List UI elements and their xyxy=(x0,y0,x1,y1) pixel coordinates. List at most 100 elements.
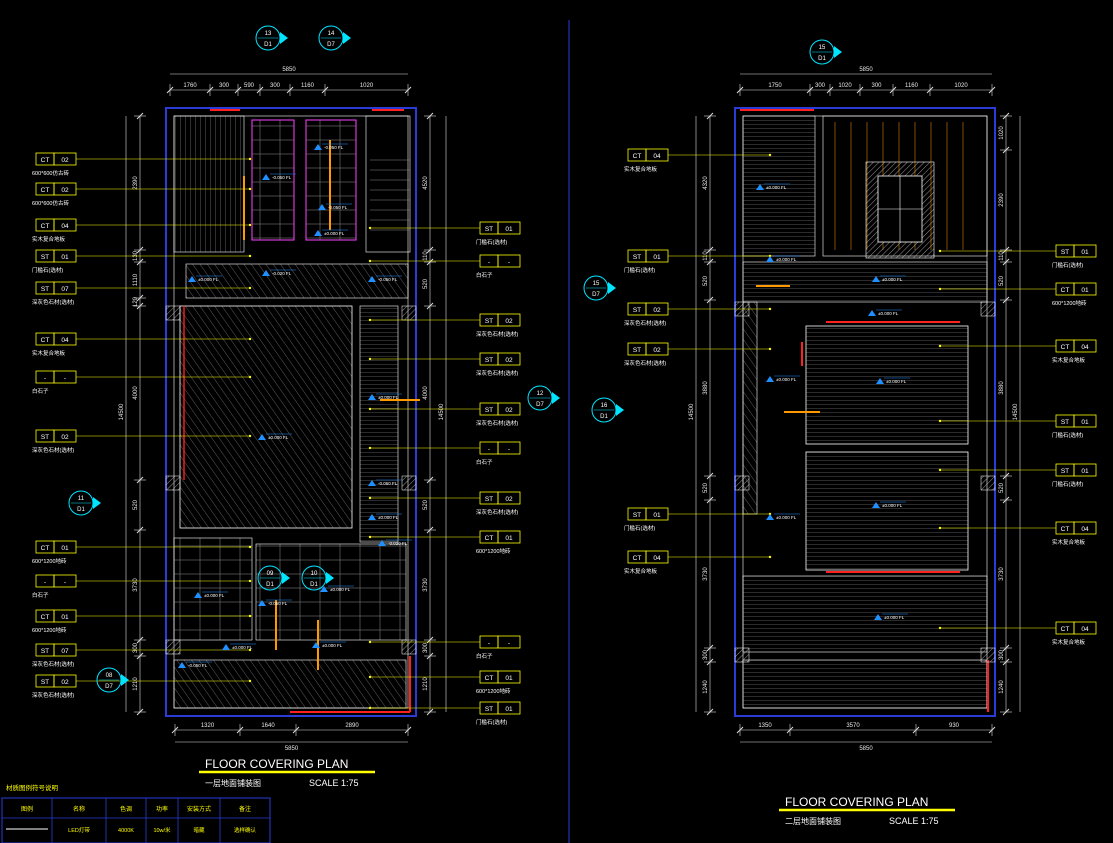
level-triangle-icon xyxy=(258,434,266,440)
tag-code: ST xyxy=(633,512,641,519)
dimension-tick xyxy=(136,652,144,660)
tag-description: 白石子 xyxy=(32,591,49,599)
legend-header: 色调 xyxy=(120,805,132,813)
dimension-tick xyxy=(856,86,864,94)
tag-number: 04 xyxy=(61,337,69,344)
section-number: 10 xyxy=(311,571,318,577)
tag-leader-dot xyxy=(368,535,372,539)
dimension-tick xyxy=(926,86,934,94)
column xyxy=(734,647,750,663)
section-arrow-icon xyxy=(280,32,288,44)
dimension-tick xyxy=(236,726,244,734)
dimension-label: 1240 xyxy=(999,680,1005,694)
legend-header: 图例 xyxy=(21,805,33,813)
tag-code: CT xyxy=(41,545,50,552)
tag-number: 04 xyxy=(1081,526,1089,533)
section-number: 08 xyxy=(106,673,113,679)
tag-code: CT xyxy=(41,337,50,344)
tag-description: 深灰色石材(选材) xyxy=(32,298,74,306)
level-marker: -0.050 FL xyxy=(314,143,348,150)
tag-leader-dot xyxy=(368,706,372,710)
tag-number: 04 xyxy=(653,153,661,160)
level-marker: ±0.000 FL xyxy=(756,183,790,190)
tag-leader-dot xyxy=(248,375,252,379)
tag-number-box xyxy=(497,530,521,544)
material-tag: --白石子 xyxy=(368,441,521,466)
dimension-tick xyxy=(426,112,434,120)
tag-code: ST xyxy=(485,407,493,414)
level-value: ±0.000 FL xyxy=(378,515,399,520)
tag-number: 02 xyxy=(653,307,661,314)
tag-code: ST xyxy=(485,226,493,233)
section-arrow-icon xyxy=(343,32,351,44)
section-number: 13 xyxy=(265,31,272,37)
tag-code: ST xyxy=(41,434,49,441)
tag-leader-dot xyxy=(768,347,772,351)
dimension-label: 520 xyxy=(703,482,709,493)
section-number: 15 xyxy=(593,281,600,287)
tag-leader-dot xyxy=(248,223,252,227)
level-triangle-icon xyxy=(368,514,376,520)
level-marker: ±0.000 FL xyxy=(876,377,910,384)
level-triangle-icon xyxy=(766,514,774,520)
level-triangle-icon xyxy=(756,184,764,190)
section-ref: D7 xyxy=(592,292,600,298)
section-ref: D1 xyxy=(600,414,608,420)
tag-number: 01 xyxy=(61,614,69,621)
tag-number: - xyxy=(508,259,510,266)
column xyxy=(165,475,181,491)
tag-number-box xyxy=(1073,621,1097,635)
dimension-label: 300 xyxy=(999,649,1005,660)
dimension-label: 3880 xyxy=(703,381,709,395)
dimension-label: 4000 xyxy=(423,386,429,400)
exterior-wall xyxy=(165,107,417,717)
tag-code: ST xyxy=(41,254,49,261)
tag-number: 02 xyxy=(505,357,513,364)
dimension-total: 14500 xyxy=(119,403,125,420)
level-marker: ±0.000 FL xyxy=(312,641,346,648)
tag-leader-dot xyxy=(368,357,372,361)
tag-leader-dot xyxy=(368,640,372,644)
tag-description: 实木复合地板 xyxy=(32,235,66,243)
tag-description: 600*1200地砖 xyxy=(32,626,67,634)
tag-description: 600*1200地砖 xyxy=(476,547,511,555)
tag-code: CT xyxy=(41,187,50,194)
tag-number: 01 xyxy=(653,512,661,519)
dimension-tick xyxy=(426,246,434,254)
section-number: 15 xyxy=(819,45,826,51)
section-ref: D7 xyxy=(327,42,335,48)
dimension-tick xyxy=(706,708,714,716)
tag-number: 07 xyxy=(61,286,69,293)
tag-leader-dot xyxy=(368,407,372,411)
dimension-tick xyxy=(426,476,434,484)
material-tag: --白石子 xyxy=(368,254,521,279)
tag-description: 深灰色石材(选材) xyxy=(624,359,666,367)
section-number: 11 xyxy=(78,496,85,502)
dimension-label: 1020 xyxy=(360,83,374,89)
dimension-tick xyxy=(988,726,996,734)
dimension-tick xyxy=(136,526,144,534)
legend-table xyxy=(1,797,271,843)
tag-leader-dot xyxy=(938,468,942,472)
column xyxy=(401,305,417,321)
tag-number-box xyxy=(497,635,521,649)
tag-number: 04 xyxy=(1081,626,1089,633)
section-arrow-icon xyxy=(121,674,129,686)
level-value: -0.050 FL xyxy=(188,663,208,668)
dimension-label: 1350 xyxy=(758,723,772,729)
section-ref: D1 xyxy=(818,56,826,62)
tag-number-box xyxy=(497,701,521,715)
dimension-tick xyxy=(136,246,144,254)
dimension-label: 520 xyxy=(133,499,139,510)
level-triangle-icon xyxy=(194,592,202,598)
column xyxy=(980,647,996,663)
tag-number-box xyxy=(1073,339,1097,353)
